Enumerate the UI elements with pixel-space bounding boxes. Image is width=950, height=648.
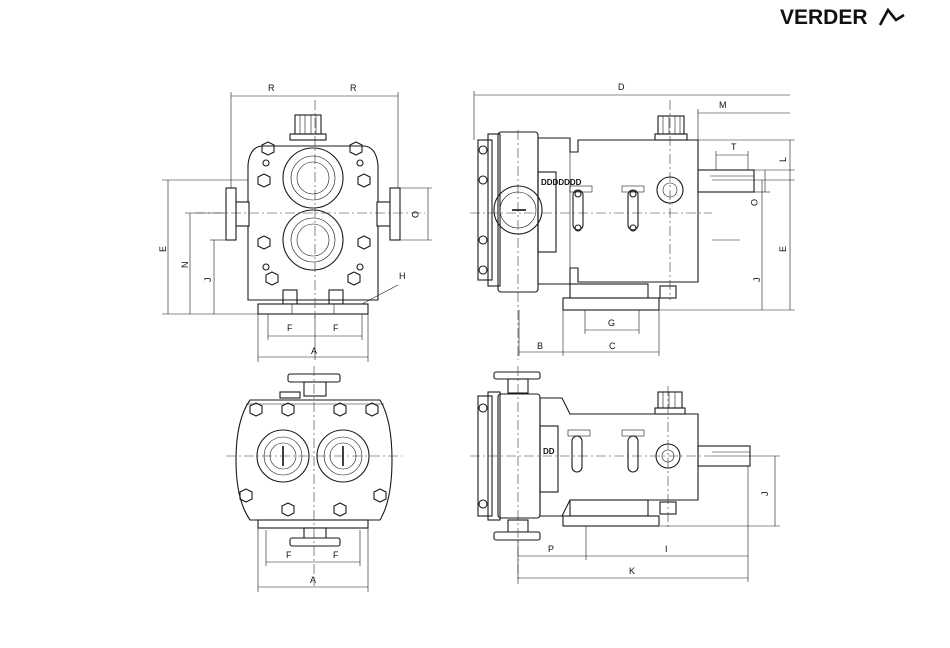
dim-label-g: G [608, 318, 615, 328]
dim-label-n: N [180, 262, 190, 269]
dim-label-e-side: E [778, 246, 788, 252]
dim-label-o-side: O [749, 199, 759, 206]
dim-label-i: I [665, 544, 668, 554]
dim-label-f-4: F [333, 550, 339, 560]
dim-label-f-2: F [333, 323, 339, 333]
front-view-bottom: F F A [226, 366, 402, 592]
dim-label-d: D [618, 82, 625, 92]
dim-label-o: O [410, 211, 420, 218]
dim-label-a-2: A [310, 575, 316, 585]
front-view-top: R R O E N J H F F A [158, 83, 432, 362]
dim-label-r-right: R [350, 83, 357, 93]
side-view-top: DDDDDDD D M [470, 82, 795, 360]
dim-label-j-bottom: J [760, 492, 770, 497]
dim-label-l: L [778, 157, 788, 162]
svg-text:DDDDDDD: DDDDDDD [541, 178, 582, 187]
dim-label-p: P [548, 544, 554, 554]
dim-label-m: M [719, 100, 727, 110]
verder-logo: VERDER [780, 6, 904, 29]
dim-label-r-left: R [268, 83, 275, 93]
dim-label-h: H [399, 271, 406, 281]
dim-label-a-1: A [311, 346, 317, 356]
dim-label-f-1: F [287, 323, 293, 333]
dim-label-k: K [629, 566, 635, 576]
dim-label-b: B [537, 341, 543, 351]
svg-text:DD: DD [543, 447, 555, 456]
dim-label-e-front: E [158, 246, 168, 252]
dim-label-j-front: J [203, 278, 213, 283]
dim-label-f-3: F [286, 550, 292, 560]
dim-label-c: C [609, 341, 616, 351]
side-view-bottom: DD J P I [470, 366, 780, 584]
dim-label-j-side: J [752, 278, 762, 283]
dim-label-t: T [731, 142, 737, 152]
logo-text: VERDER [780, 6, 868, 29]
